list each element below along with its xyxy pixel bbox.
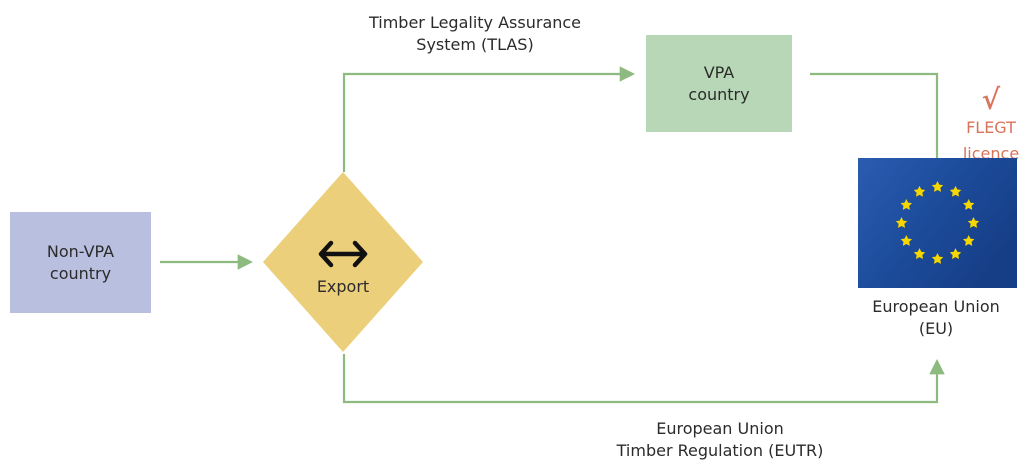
export-diamond [263, 172, 423, 352]
arrow-export-to-vpa [342, 66, 636, 172]
export-label: Export [316, 277, 370, 296]
tlas-label: Timber Legality Assurance System (TLAS) [368, 13, 582, 54]
non-vpa-label: Non-VPA country [46, 241, 115, 283]
eutr-label: European Union Timber Regulation (EUTR) [616, 419, 824, 460]
export-node [263, 172, 423, 352]
check-icon: √ [981, 83, 1001, 116]
eu-flag-icon [858, 158, 1017, 288]
arrow-vpa-to-eu [810, 72, 945, 198]
double-arrow-icon [318, 240, 368, 268]
vpa-label: VPA country [688, 62, 750, 104]
vpa-node: VPA country [646, 35, 792, 132]
non-vpa-node: Non-VPA country [10, 212, 151, 313]
arrow-export-to-eu [342, 354, 945, 404]
eu-label: European Union (EU) [872, 297, 1000, 338]
flegt-licence: √ FLEGT licence [955, 85, 1027, 167]
